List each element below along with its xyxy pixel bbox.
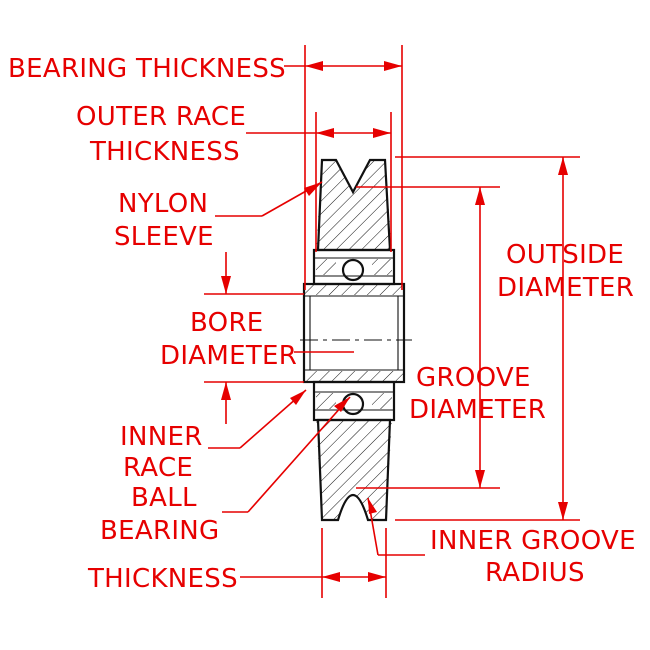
label-outside-line1: OUTSIDE: [506, 240, 624, 270]
bearing-lower: [312, 380, 396, 422]
label-inner-race-line2: RACE: [123, 453, 193, 483]
label-ball-line2: BEARING: [100, 516, 219, 546]
label-thickness: THICKNESS: [87, 564, 238, 594]
label-nylon-line1: NYLON: [118, 189, 208, 219]
label-inner-groove-line2: RADIUS: [485, 558, 585, 588]
label-inner-race-line1: INNER: [120, 422, 203, 452]
label-groove-line2: DIAMETER: [409, 395, 546, 425]
nylon-sleeve-lower: [316, 418, 392, 522]
label-bore-line2: DIAMETER: [160, 341, 297, 371]
label-groove-line1: GROOVE: [416, 363, 531, 393]
label-outer-race-line1: OUTER RACE: [76, 102, 246, 132]
labels: BEARING THICKNESS OUTER RACE THICKNESS N…: [8, 54, 636, 594]
nylon-sleeve-upper: [316, 158, 392, 252]
label-outer-race-line2: THICKNESS: [89, 137, 240, 167]
ball-lower: [341, 392, 365, 416]
label-outside-line2: DIAMETER: [497, 273, 634, 303]
label-nylon-line2: SLEEVE: [114, 222, 214, 252]
inner-race-bore: [300, 282, 412, 384]
ball-upper: [341, 258, 365, 282]
label-bore-line1: BORE: [190, 308, 264, 338]
dimension-lines: [204, 45, 580, 598]
label-ball-line1: BALL: [131, 483, 197, 513]
label-bearing-thickness: BEARING THICKNESS: [8, 54, 286, 84]
bearing-upper: [312, 248, 396, 286]
label-inner-groove-line1: INNER GROOVE: [430, 526, 636, 556]
